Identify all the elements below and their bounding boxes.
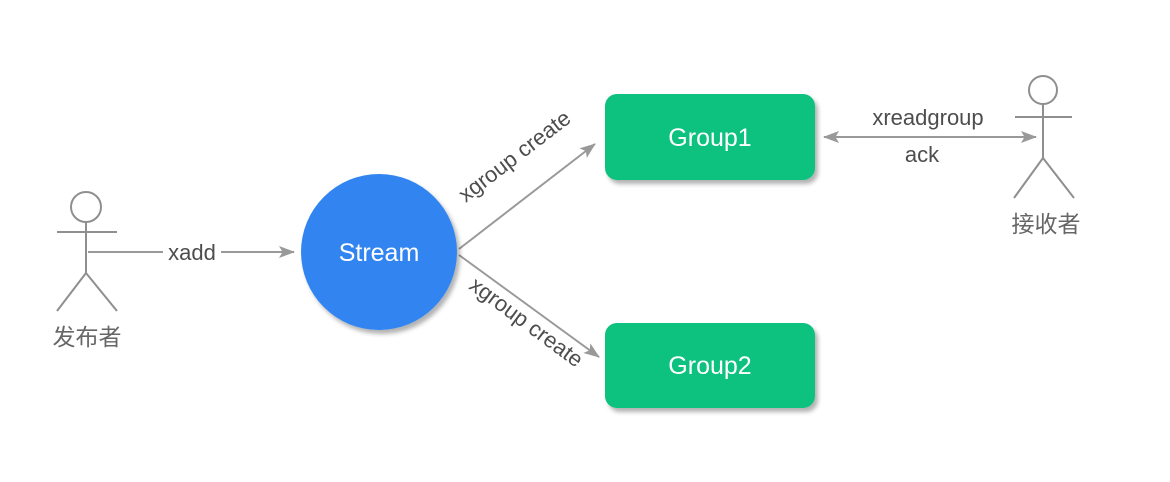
publisher-label: 发布者 <box>53 324 122 350</box>
edge-xgroup-create-top-line <box>458 143 596 250</box>
group2-rect <box>605 323 815 408</box>
stream-label: Stream <box>339 239 420 267</box>
edges <box>88 131 1037 358</box>
xgroup-create-bottom-label: xgroup create <box>465 272 588 372</box>
stream-circle <box>301 174 457 330</box>
xreadgroup-label: xreadgroup <box>872 105 983 130</box>
stream-node: Stream <box>301 174 457 330</box>
receiver-head <box>1028 75 1058 105</box>
ack-label: ack <box>905 142 940 167</box>
publisher-leg-left <box>56 272 87 312</box>
xadd-label-bg <box>163 240 221 264</box>
group2-node: Group2 <box>605 323 815 408</box>
publisher-leg-right <box>85 272 118 312</box>
edge-xgroup-create-bottom-line <box>458 254 600 358</box>
xgroup-create-top-label: xgroup create <box>453 105 575 207</box>
xadd-label: xadd <box>168 240 216 265</box>
receiver-actor <box>1013 75 1075 199</box>
group1-label: Group1 <box>668 124 751 152</box>
receiver-label: 接收者 <box>1012 211 1081 237</box>
group2-label: Group2 <box>668 352 751 380</box>
group1-rect <box>605 94 815 180</box>
group1-node: Group1 <box>605 94 815 180</box>
publisher-actor <box>56 191 118 312</box>
receiver-leg-left <box>1013 157 1044 199</box>
publisher-head <box>70 191 102 223</box>
receiver-leg-right <box>1042 157 1075 199</box>
